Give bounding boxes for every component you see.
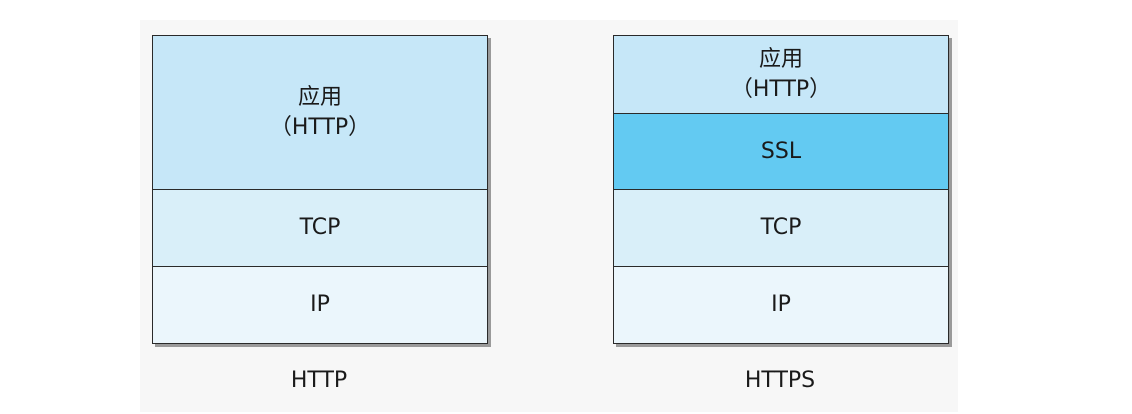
https-ssl-label: SSL bbox=[760, 138, 802, 164]
https-tcp-layer: TCP bbox=[614, 189, 948, 266]
https-caption: HTTPS bbox=[744, 368, 816, 393]
http-ip-label: IP bbox=[310, 292, 330, 317]
https-ip-label: IP bbox=[771, 292, 791, 317]
https-ssl-layer: SSL bbox=[614, 113, 948, 189]
http-application-label: 应用 bbox=[297, 84, 342, 110]
https-application-label: 应用 bbox=[758, 46, 803, 72]
http-application-layer: 应用 （HTTP） bbox=[153, 36, 487, 189]
http-protocol-stack: 应用 （HTTP） TCP IP bbox=[152, 35, 488, 344]
https-tcp-label: TCP bbox=[760, 215, 802, 240]
https-application-layer: 应用 （HTTP） bbox=[614, 36, 948, 113]
http-application-protocol: （HTTP） bbox=[269, 114, 371, 140]
http-tcp-layer: TCP bbox=[153, 189, 487, 266]
https-ip-layer: IP bbox=[614, 266, 948, 343]
http-tcp-label: TCP bbox=[299, 215, 341, 240]
https-application-protocol: （HTTP） bbox=[730, 76, 832, 102]
http-caption: HTTP bbox=[290, 368, 348, 393]
https-protocol-stack: 应用 （HTTP） SSL TCP IP bbox=[613, 35, 949, 344]
http-ip-layer: IP bbox=[153, 266, 487, 343]
